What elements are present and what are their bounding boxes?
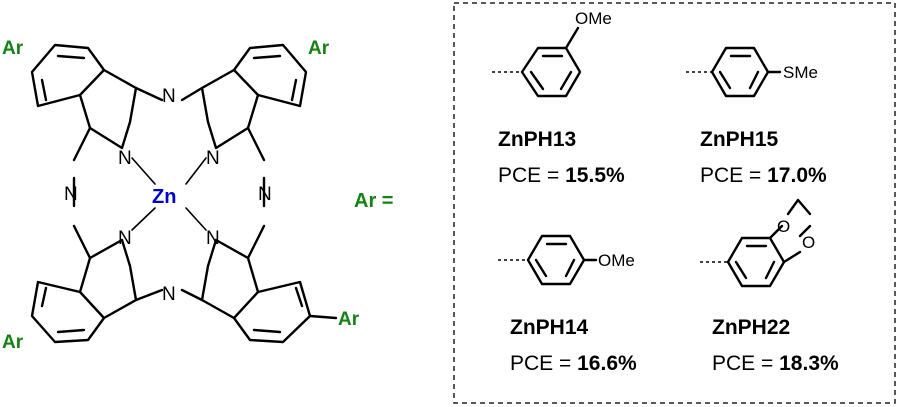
pyrrole-n-bottom-left: N — [118, 228, 132, 249]
meso-n-left: N — [64, 184, 78, 205]
ar-label-bottom-left: Ar — [2, 332, 24, 353]
compound-znph15: SMe ZnPH15 PCE = 17.0% — [686, 46, 827, 187]
pce-label-znph15: PCE = — [700, 164, 767, 187]
compound-name-znph14: ZnPH14 — [510, 316, 589, 339]
substituent-box — [453, 2, 896, 404]
meso-n-right: N — [258, 184, 272, 205]
pce-value-znph14: 16.6% — [577, 352, 637, 375]
substituent-ome-znph14: OMe — [598, 251, 635, 270]
substituent-ome-znph13: OMe — [575, 9, 612, 28]
compound-znph13: OMe ZnPH13 PCE = 15.5% — [492, 9, 625, 187]
meso-n-top: N — [162, 86, 176, 107]
pce-label-znph14: PCE = — [510, 352, 577, 375]
aryl-3-methoxyphenyl-structure: OMe — [492, 9, 612, 98]
ar-equals-label: Ar = — [354, 190, 393, 212]
pce-value-znph15: 17.0% — [767, 164, 827, 187]
pyrrole-n-bottom-right: N — [206, 228, 220, 249]
pce-value-znph13: 15.5% — [565, 164, 625, 187]
ar-label-top-left: Ar — [2, 38, 24, 59]
compound-name-znph13: ZnPH13 — [498, 128, 576, 151]
compound-znph14: OMe ZnPH14 PCE = 16.6% — [498, 234, 637, 375]
substituent-sme-znph15: SMe — [783, 63, 818, 82]
aryl-4-methylthiophenyl-structure: SMe — [686, 46, 818, 98]
ar-bond-bottom-right — [308, 314, 338, 320]
dioxole-oxygen-1: O — [777, 217, 790, 236]
compound-name-znph22: ZnPH22 — [712, 316, 790, 339]
dioxole-oxygen-2: O — [802, 233, 815, 252]
ar-label-bottom-right: Ar — [338, 309, 360, 330]
aryl-benzodioxole-structure: O O — [700, 198, 815, 288]
pce-label-znph13: PCE = — [498, 164, 565, 187]
zn-coordination-bonds — [131, 157, 207, 231]
zinc-center: Zn — [152, 186, 176, 208]
compound-znph22: O O ZnPH22 PCE = 18.3% — [700, 198, 839, 375]
pce-znph15: PCE = 17.0% — [700, 164, 827, 187]
pce-znph22: PCE = 18.3% — [712, 352, 839, 375]
isoindole-bottom-left — [30, 224, 164, 344]
pce-znph13: PCE = 15.5% — [498, 164, 625, 187]
isoindole-bottom-right — [180, 224, 312, 344]
compound-name-znph15: ZnPH15 — [700, 128, 779, 151]
ar-label-top-right: Ar — [308, 38, 330, 59]
meso-n-bottom: N — [162, 284, 176, 305]
pce-znph14: PCE = 16.6% — [510, 352, 637, 375]
pyrrole-n-top-right: N — [206, 148, 220, 169]
isoindole-top-left — [30, 43, 164, 162]
pce-value-znph22: 18.3% — [779, 352, 839, 375]
znpc-core-structure: N N N N N N N N Zn Ar Ar Ar Ar — [2, 38, 360, 353]
pce-label-znph22: PCE = — [712, 352, 779, 375]
aryl-4-methoxyphenyl-structure: OMe — [498, 234, 635, 286]
isoindole-top-right — [180, 43, 308, 162]
pyrrole-n-top-left: N — [118, 148, 132, 169]
